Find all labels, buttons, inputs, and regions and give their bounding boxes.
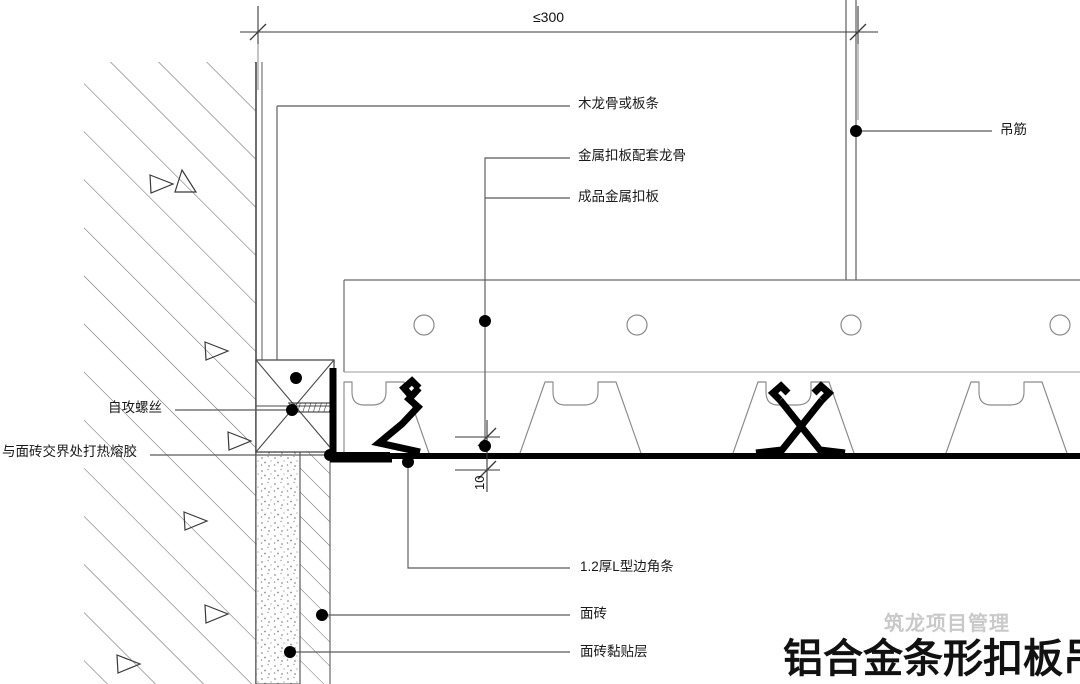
panel-spring-clip-x (755, 381, 846, 457)
watermark-brand: 筑龙项目管理 (884, 613, 1010, 635)
watermark-headline: 铝合金条形扣板吊顶 (783, 637, 1080, 681)
hanger-rod (845, 0, 857, 280)
leader-dots (284, 125, 862, 658)
label-self-tapping-screw: 自攻螺丝 (108, 400, 162, 415)
label-finished-metal-panel: 成品金属扣板 (578, 189, 659, 204)
label-hot-melt-glue: 与面砖交界处打热熔胶 (2, 444, 137, 459)
label-tile-adhesive-layer: 面砖黏贴层 (580, 644, 648, 659)
label-hanger-rod: 吊筋 (1000, 122, 1027, 137)
masonry-triangle-markers (116, 168, 253, 674)
l-type-edge-trim (329, 368, 392, 463)
structural-wall-hatch (84, 62, 256, 684)
label-l-edge-trim: 1.2厚L型边角条 (580, 559, 674, 574)
label-panel-matching-keel: 金属扣板配套龙骨 (578, 148, 686, 163)
tile-adhesive-layer-fill (255, 451, 301, 684)
keel-band-holes (413, 314, 1071, 336)
suspended-keel-band (343, 279, 1080, 373)
dimension-label-edge-thickness: 10 (472, 475, 487, 490)
label-face-tile: 面砖 (580, 606, 607, 621)
metal-strip-ceiling-panels (343, 381, 1069, 457)
dimension-extension-lines (257, 44, 859, 120)
dimension-line-top (240, 6, 878, 44)
watermark-group: 筑龙项目管理 铝合金条形扣板吊顶 (770, 598, 1080, 684)
label-wood-keel: 木龙骨或板条 (578, 96, 659, 111)
face-tile-band (299, 452, 331, 684)
leader-lines (150, 105, 992, 653)
panel-spring-clip-wall (371, 376, 424, 456)
wall-assembly (84, 62, 331, 684)
dimension-label-top-span: ≤300 (533, 9, 565, 25)
